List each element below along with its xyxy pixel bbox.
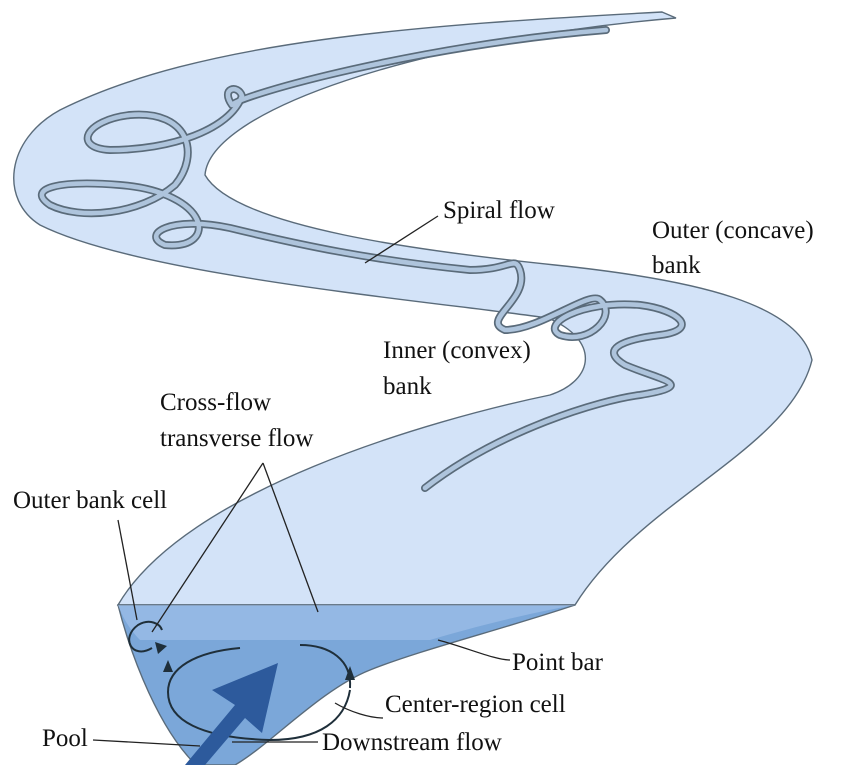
downstream-flow-label: Downstream flow [322, 729, 502, 756]
cross-flow-label-line2: transverse flow [160, 425, 313, 452]
point-bar-label: Point bar [512, 649, 604, 676]
point-bar-leader [438, 640, 510, 660]
inner-bank-label-line1: Inner (convex) [383, 337, 531, 364]
outer-bank-label-line2: bank [652, 252, 701, 279]
inner-bank-label-line2: bank [383, 373, 432, 400]
pool-label: Pool [42, 725, 88, 752]
center-region-cell-label: Center-region cell [385, 691, 566, 718]
spiral-flow-label: Spiral flow [443, 197, 555, 224]
outer-bank-label-line1: Outer (concave) [652, 217, 814, 244]
river-channel [14, 12, 812, 605]
cross-flow-label-line1: Cross-flow [160, 389, 271, 416]
outer-bank-cell-label: Outer bank cell [13, 487, 167, 514]
